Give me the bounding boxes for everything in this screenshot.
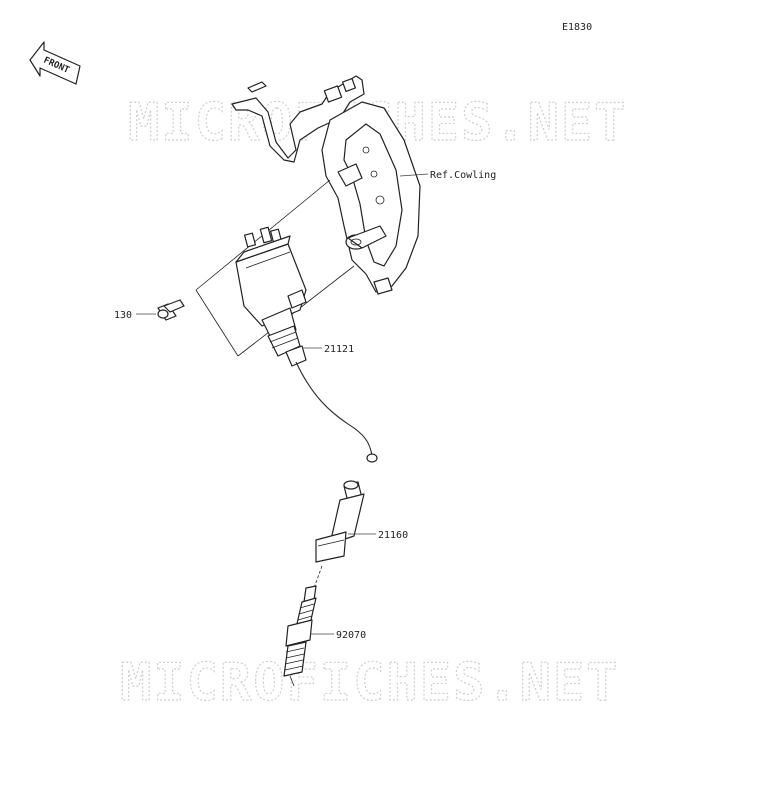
label-ref-cowling: Ref.Cowling: [430, 170, 496, 181]
cowling-bracket: [231, 75, 421, 295]
ref-cowling-leader: [399, 173, 429, 177]
label-21121: 21121: [324, 344, 354, 355]
spark-plug-92070: [283, 585, 317, 687]
label-21160: 21160: [378, 530, 408, 541]
ignition-cable-21121: [285, 345, 378, 463]
label-92070: 92070: [336, 630, 366, 641]
cap-plug-guide: [313, 565, 323, 589]
ignition-coil: [235, 226, 307, 357]
label-130: 130: [114, 310, 132, 321]
watermark-bottom: MICROFICHES.NET: [120, 653, 620, 713]
diagram-code: E1830: [562, 22, 592, 33]
bolt-130: [157, 299, 185, 321]
front-direction-arrow-icon: FRONT: [29, 41, 81, 85]
spark-plug-cap-21160: [315, 480, 365, 563]
